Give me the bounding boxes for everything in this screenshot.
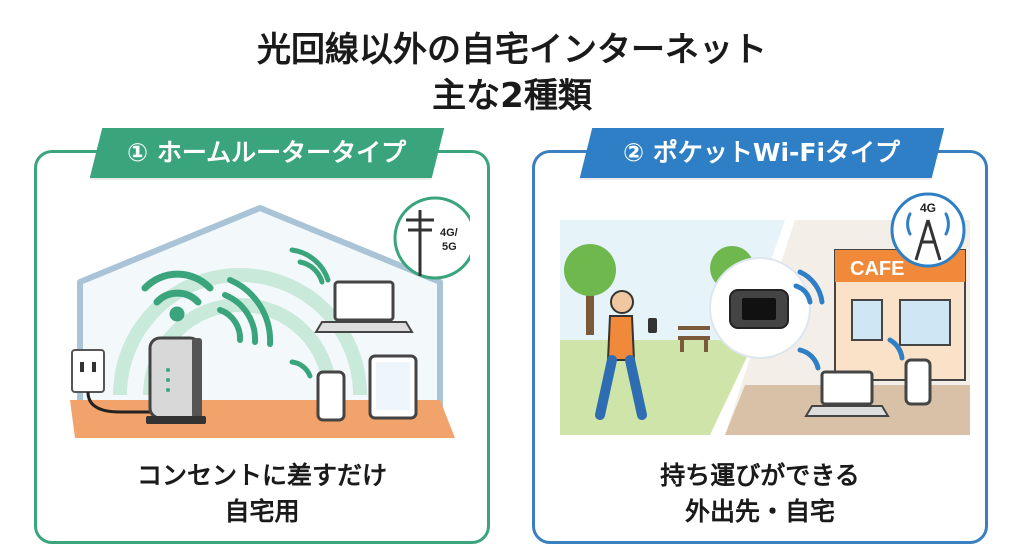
cafe-laptop-icon — [804, 370, 890, 417]
cell-pole-callout — [393, 196, 470, 280]
cafe-phone-icon — [904, 358, 932, 406]
bench-icon — [678, 326, 710, 352]
cafe-sign-text: CAFE — [850, 258, 904, 280]
utility-pole-icon — [406, 210, 434, 276]
laptop-icon — [314, 280, 414, 333]
walking-person-icon — [595, 290, 657, 420]
main-subtitle: 主な2種類 — [432, 76, 592, 116]
wifi-icon — [141, 270, 214, 322]
home-router-caption-line2: 自宅用 — [224, 497, 300, 526]
power-cable — [86, 391, 160, 414]
tower-callout — [890, 192, 966, 268]
pocket-wifi-caption: 持ち運びができる 外出先・自宅 — [532, 458, 988, 530]
pocket-wifi-device-icon — [729, 289, 789, 329]
pole-label-5g: 5G — [442, 241, 457, 253]
pocket-wifi-wave-icon — [793, 269, 825, 305]
tower-label-4g: 4G — [920, 201, 936, 215]
home-router-banner: ① ホームルータータイプ — [89, 128, 445, 178]
power-outlet-icon — [71, 349, 105, 393]
pocket-wifi-caption-line2: 外出先・自宅 — [684, 497, 835, 526]
pole-label-4g: 4G/ — [440, 227, 458, 239]
pocket-wifi-banner-label: ② ポケットWi-Fiタイプ — [623, 138, 901, 167]
smartphone-icon — [316, 370, 346, 422]
tablet-icon — [368, 354, 418, 420]
cafe-wave-icon — [797, 347, 821, 371]
tree-icon — [564, 244, 616, 335]
pocket-wifi-banner: ② ポケットWi-Fiタイプ — [579, 128, 945, 178]
pocket-wifi-illustration: CAFE 4G — [560, 192, 970, 435]
router-wave-icon — [217, 277, 274, 347]
cell-tower-icon — [914, 219, 942, 261]
phone-wave-icon — [289, 359, 313, 379]
home-router-caption-line1: コンセントに差すだけ — [136, 461, 387, 490]
home-router-device-icon — [146, 336, 206, 424]
laptop-wave-icon — [297, 259, 325, 285]
pocket-wifi-caption-line1: 持ち運びができる — [660, 461, 860, 490]
home-router-caption: コンセントに差すだけ 自宅用 — [34, 458, 490, 530]
home-router-illustration: 4G/ 5G — [70, 196, 470, 438]
main-title: 光回線以外の自宅インターネット — [257, 30, 767, 70]
home-router-banner-label: ① ホームルータータイプ — [127, 138, 407, 167]
